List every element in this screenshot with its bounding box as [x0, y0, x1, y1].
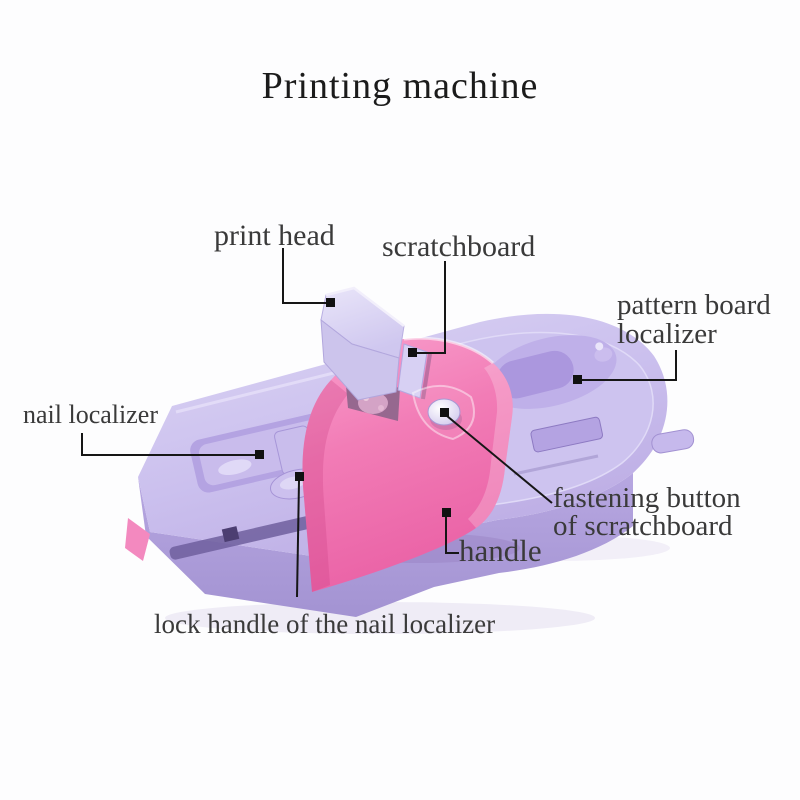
label-pattern-board-line2: localizer	[617, 318, 717, 350]
leader-lines	[81, 248, 677, 598]
print-head-part	[320, 286, 405, 401]
leader-fastening-button	[446, 415, 553, 504]
label-fastening-line1: fastening button	[553, 482, 741, 514]
label-print-head: print head	[214, 219, 335, 252]
label-scratchboard: scratchboard	[382, 230, 536, 263]
pattern-board-recess	[483, 335, 617, 409]
leader-lock-handle	[296, 480, 300, 598]
left-end-pink-part	[125, 518, 150, 561]
leader-dots	[255, 298, 582, 517]
leader-scratchboard	[417, 261, 446, 354]
label-lock-handle: lock handle of the nail localizer	[154, 609, 496, 639]
leader-nail-localizer	[81, 433, 255, 456]
platform-rim-highlight	[175, 364, 363, 414]
leader-pattern-board	[582, 350, 677, 381]
label-pattern-board-localizer: pattern board localizer	[617, 291, 771, 349]
rail-end-nub	[651, 429, 695, 454]
label-nail-localizer: nail localizer	[23, 400, 158, 429]
label-fastening-line2: of scratchboard	[553, 510, 733, 543]
machine-base-wall	[138, 473, 633, 617]
leader-handle	[445, 516, 459, 554]
deck-slot	[530, 416, 604, 453]
label-fastening-button: fastening button of scratchboard	[553, 482, 741, 543]
scratchboard-part	[397, 343, 432, 400]
label-handle: handle	[459, 533, 542, 568]
page-title: Printing machine	[261, 65, 539, 107]
rail-line-right	[513, 454, 599, 476]
leader-print-head	[282, 248, 326, 304]
label-pattern-board-line1: pattern board	[617, 289, 771, 321]
